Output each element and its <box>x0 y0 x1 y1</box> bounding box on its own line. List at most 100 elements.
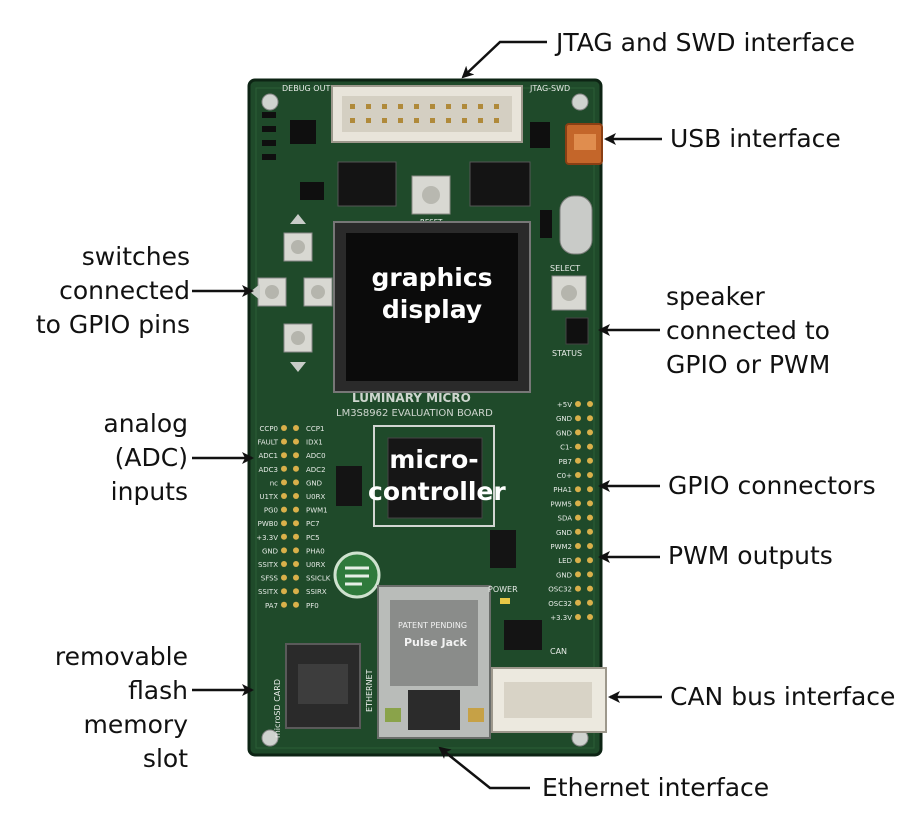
ic-chip <box>504 620 542 650</box>
header-pin <box>293 493 299 499</box>
pin-label: SDA <box>558 515 573 523</box>
header-pin <box>478 118 483 123</box>
pin-label: +3.3V <box>550 614 572 622</box>
pin-label: U0RX <box>306 493 325 501</box>
header-pin <box>281 520 287 527</box>
debug-out-label: DEBUG OUT <box>282 84 330 93</box>
pin-label: +5V <box>557 401 572 409</box>
pin-label: ADC2 <box>306 466 326 474</box>
header-pin <box>587 472 593 478</box>
label-can: CAN bus interface <box>670 682 896 711</box>
pin-label: ADC1 <box>258 452 278 460</box>
header-pin <box>281 452 287 459</box>
pin-label: LED <box>558 557 572 565</box>
arrow-ethernet <box>438 746 530 790</box>
header-pin <box>575 415 581 422</box>
header-pin <box>446 104 451 109</box>
pulsejack-label: Pulse Jack <box>404 636 468 649</box>
header-pin <box>494 118 499 123</box>
header-pin <box>293 425 299 431</box>
header-pin <box>587 514 593 521</box>
header-pin <box>478 104 483 109</box>
header-pin <box>281 547 287 554</box>
header-pin <box>575 457 581 464</box>
header-pin <box>414 118 419 123</box>
label-switches: switches connected to GPIO pins <box>35 242 190 339</box>
select-label: SELECT <box>550 264 580 273</box>
header-pin <box>414 104 419 109</box>
header-pin <box>281 438 287 445</box>
header-pin <box>587 401 593 407</box>
pin-label: OSC32 <box>548 600 572 608</box>
header-pin <box>293 601 299 608</box>
header-pin <box>462 104 467 109</box>
header-pin <box>587 429 593 436</box>
jtag-swd-label: JTAG-SWD <box>529 84 570 93</box>
pin-label: SSITX <box>258 588 278 596</box>
mount-hole <box>571 93 589 111</box>
header-pin <box>281 561 287 567</box>
header-pin <box>575 543 581 549</box>
header-pin <box>293 547 299 554</box>
header-pin <box>281 601 287 608</box>
header-pin <box>575 500 581 507</box>
header-pin <box>382 104 387 109</box>
header-pin <box>575 443 581 450</box>
header-pin <box>430 118 435 123</box>
header-pin <box>293 574 299 581</box>
header-pin <box>281 574 287 581</box>
switch-cluster <box>250 214 333 372</box>
header-pin <box>575 429 581 436</box>
speaker <box>565 317 589 345</box>
pin-label: IDX1 <box>306 439 323 447</box>
header-pin <box>293 438 299 445</box>
luminary-logo <box>333 551 381 599</box>
header-pin <box>575 401 581 407</box>
header-pin <box>350 118 355 123</box>
header-pin <box>382 118 387 123</box>
header-pin <box>366 118 371 123</box>
crystal <box>559 195 593 255</box>
header-pin <box>281 425 287 431</box>
graphics-display-label: graphics display <box>371 263 493 324</box>
brand-label: LUMINARY MICRO <box>352 391 471 405</box>
header-pin <box>575 585 581 592</box>
header-pin <box>587 599 593 606</box>
pin-label: ADC0 <box>306 452 326 460</box>
header-pin <box>293 533 299 540</box>
pin-label: SFSS <box>261 575 279 583</box>
header-pin <box>587 543 593 549</box>
header-pin <box>587 571 593 578</box>
header-pin <box>587 443 593 450</box>
header-pin <box>293 561 299 567</box>
pin-label: PA7 <box>265 602 278 610</box>
ic-chip <box>490 530 516 568</box>
header-pin <box>281 465 287 472</box>
mount-hole <box>261 729 279 747</box>
status-label: STATUS <box>552 349 582 358</box>
mount-hole <box>261 93 279 111</box>
pin-label: U1TX <box>259 493 278 501</box>
header-pin <box>587 585 593 592</box>
header-pin <box>587 614 593 620</box>
label-ethernet: Ethernet interface <box>542 773 770 802</box>
header-pin <box>398 104 403 109</box>
pin-label: SSIRX <box>306 588 327 596</box>
label-flash: removable flash memory slot <box>54 642 188 773</box>
header-pin <box>462 118 467 123</box>
arrow-jtag <box>461 40 547 79</box>
pin-label: PHA1 <box>553 486 572 494</box>
pin-label: GND <box>306 479 322 487</box>
header-pin <box>446 118 451 123</box>
pin-label: OSC32 <box>548 586 572 594</box>
pin-label: ADC3 <box>258 466 278 474</box>
header-pin <box>281 588 287 595</box>
header-pin <box>293 588 299 595</box>
pin-label: C0+ <box>557 472 572 480</box>
pin-label: PG0 <box>264 507 278 515</box>
header-pin <box>293 506 299 513</box>
microcontroller-label: micro- controller <box>368 445 506 506</box>
power-label: POWER <box>488 585 518 594</box>
pin-label: PF0 <box>306 602 319 610</box>
header-pin <box>293 452 299 459</box>
